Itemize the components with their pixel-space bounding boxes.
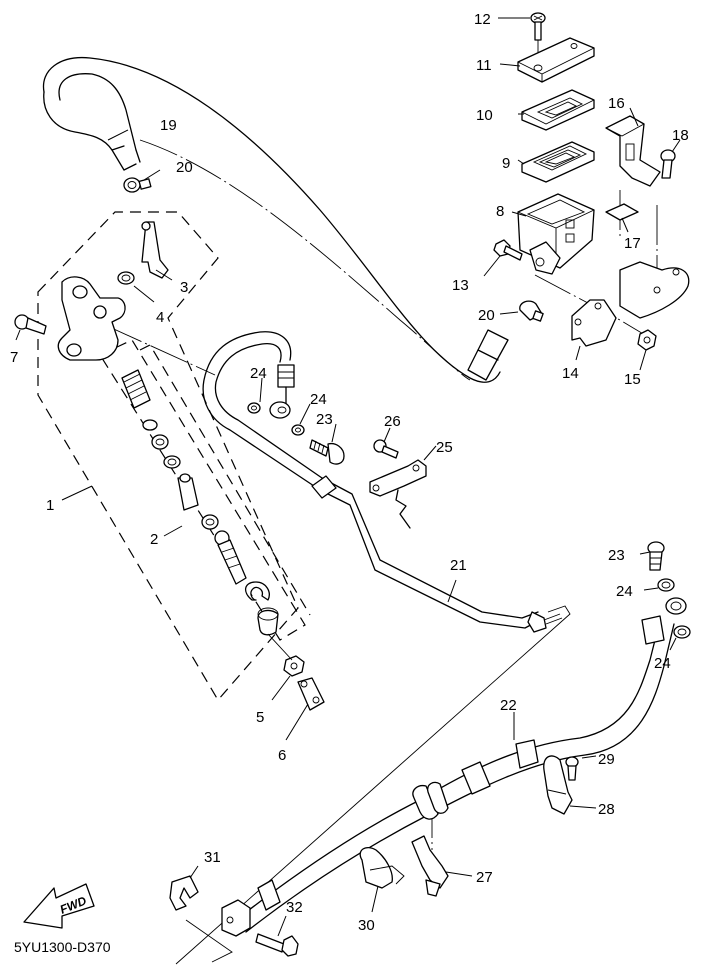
damper-17	[605, 203, 639, 221]
frame-reference-line-lower	[185, 919, 233, 963]
reservoir-tank-8	[517, 193, 595, 275]
callout-24-c: 24	[616, 583, 633, 600]
callout-13: 13	[452, 277, 469, 294]
callout-24-d: 24	[654, 655, 671, 672]
callout-4: 4	[156, 309, 164, 326]
callout-30: 30	[358, 917, 375, 934]
callout-29: 29	[598, 751, 615, 768]
callout-21: 21	[450, 557, 467, 574]
washer-24-d	[673, 625, 691, 639]
pipe-banjo-fitting	[269, 386, 291, 419]
hose-guide-30	[359, 846, 405, 889]
washer-24-a	[247, 402, 261, 414]
callout-9: 9	[502, 155, 510, 172]
group-outline-2b	[139, 344, 311, 616]
reservoir-hose-19	[42, 57, 501, 383]
callout-22: 22	[500, 697, 517, 714]
callout-20-lower: 20	[478, 307, 495, 324]
callout-32: 32	[286, 899, 303, 916]
union-bolt-23-right	[647, 541, 665, 571]
union-bolt-23-upper	[309, 439, 345, 465]
callout-24-a: 24	[250, 365, 267, 382]
brake-lever-bracket	[619, 261, 690, 319]
screw-29	[565, 756, 579, 781]
bolt-7	[14, 314, 47, 335]
cylinder-internal-parts	[121, 369, 279, 636]
callout-27: 27	[476, 869, 493, 886]
callout-1: 1	[46, 497, 54, 514]
bolt-32	[255, 933, 299, 957]
centerline-bracket-pivot	[534, 274, 651, 339]
screw-12	[530, 12, 546, 41]
centerline-cylinder-to-pipe	[104, 324, 216, 376]
callout-14: 14	[562, 365, 579, 382]
washer-24-c	[657, 578, 675, 592]
washer-24-c-hole	[661, 581, 671, 589]
fwd-arrow-icon: FWD	[23, 883, 95, 929]
callout-24-b: 24	[310, 391, 327, 408]
master-cylinder-body	[57, 276, 126, 361]
centerline-reservoir	[139, 139, 471, 381]
brake-hose-22	[235, 615, 675, 933]
bracket-14	[571, 299, 617, 347]
callout-28: 28	[598, 801, 615, 818]
axis-line-cylinder	[267, 633, 293, 661]
callout-18: 18	[672, 127, 689, 144]
clip-31	[169, 875, 199, 911]
hose-clip-20-upper	[123, 177, 152, 193]
washer-24-b	[291, 424, 305, 436]
callout-12: 12	[474, 11, 491, 28]
callout-15: 15	[624, 371, 641, 388]
diaphragm-holder-10	[521, 89, 595, 131]
group-outline-1	[37, 211, 299, 702]
hose-holder-28	[543, 755, 573, 815]
frame-reference-line	[175, 605, 571, 965]
grommet-4	[117, 271, 135, 285]
callout-31: 31	[204, 849, 221, 866]
callout-20-upper: 20	[176, 159, 193, 176]
callout-10: 10	[476, 107, 493, 124]
callout-25: 25	[436, 439, 453, 456]
hose-joint-3	[141, 221, 169, 279]
callout-11: 11	[476, 57, 492, 74]
callout-17: 17	[624, 235, 641, 252]
drawing-code: 5YU1300-D370	[14, 939, 111, 955]
callout-26: 26	[384, 413, 401, 430]
pipe-bracket-25	[369, 459, 427, 529]
callout-7: 7	[10, 349, 18, 366]
callout-23-right: 23	[608, 547, 625, 564]
callout-8: 8	[496, 203, 504, 220]
washer-24-d-hole	[677, 628, 687, 636]
callout-6: 6	[278, 747, 286, 764]
screw-18	[660, 149, 676, 179]
nut-15	[637, 329, 657, 351]
diaphragm-9	[521, 141, 595, 183]
callout-3: 3	[180, 279, 188, 296]
hose-banjo-end	[665, 597, 687, 615]
screw-26	[373, 439, 399, 459]
callout-2: 2	[150, 531, 158, 548]
hose-clip-20-lower	[519, 300, 544, 322]
callout-23-upper: 23	[316, 411, 333, 428]
nut-5	[283, 655, 305, 677]
cover-16	[605, 115, 661, 187]
reservoir-hose-19-lower-end	[467, 329, 509, 381]
callout-5: 5	[256, 709, 264, 726]
hose-block	[221, 899, 251, 937]
callout-19: 19	[160, 117, 177, 134]
washer-24-b-hole	[295, 427, 301, 433]
washer-24-a-hole	[251, 405, 257, 411]
brake-pipe-21	[202, 331, 563, 633]
leader-lines	[15, 17, 681, 937]
clevis-joint-6	[297, 677, 325, 711]
callout-labels: 1 2 3 4 5 6 7 8 9 10 11 12 13 14 15 16 1…	[10, 11, 689, 934]
callout-16: 16	[608, 95, 625, 112]
hose-clamp-27	[411, 835, 449, 897]
bolt-13	[493, 239, 523, 261]
reservoir-cap-11	[517, 37, 595, 83]
